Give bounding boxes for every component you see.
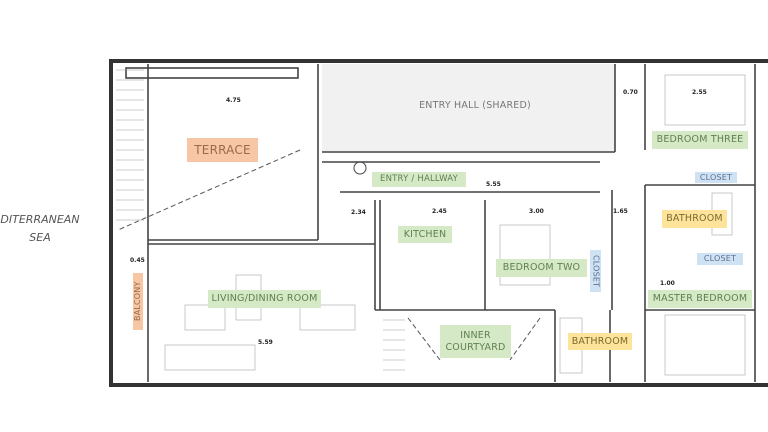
terrace-hatch-lines: [116, 69, 405, 371]
room-label-living-dining: LIVING/DINING ROOM: [208, 290, 321, 308]
room-label-bedroom-two: BEDROOM TWO: [496, 259, 587, 277]
dimension-label: 3.00: [529, 208, 544, 215]
dimension-label: 1.65: [613, 208, 628, 215]
room-label-terrace: TERRACE: [187, 138, 258, 162]
room-label-bedroom-three: BEDROOM THREE: [652, 131, 748, 149]
interior-walls: [125, 64, 756, 382]
dimension-label: 2.34: [351, 209, 366, 216]
dimension-label: 0.45: [130, 257, 145, 264]
outer-wall: [109, 59, 768, 387]
room-label-closet-upper: CLOSET: [695, 172, 737, 183]
room-label-bathroom-master: BATHROOM: [662, 210, 727, 228]
dashed-lines: [117, 149, 541, 361]
sea-label: DITERRANEAN SEA: [0, 211, 80, 246]
room-label-kitchen: KITCHEN: [398, 226, 452, 243]
dimension-label: 5.55: [486, 181, 501, 188]
inner-courtyard-line1: INNER: [460, 329, 491, 341]
room-label-bathroom-hall: BATHROOM: [568, 333, 632, 350]
room-label-entry-hallway: ENTRY / HALLWAY: [372, 172, 466, 187]
north-arrow-icon: [353, 161, 367, 175]
dimension-label: 5.59: [258, 339, 273, 346]
room-label-balcony: BALCONY: [133, 273, 143, 330]
sea-label-line2: SEA: [29, 230, 51, 244]
room-label-entry-hall: ENTRY HALL (SHARED): [419, 100, 531, 112]
dimension-label: 2.45: [432, 208, 447, 215]
dimension-label: 0.70: [623, 89, 638, 96]
room-label-inner-courtyard: INNER COURTYARD: [440, 325, 511, 358]
dimension-label: 4.75: [226, 97, 241, 104]
dimension-label: 1.00: [660, 280, 675, 287]
inner-courtyard-line2: COURTYARD: [445, 341, 506, 353]
sea-label-line1: DITERRANEAN: [0, 213, 80, 226]
room-label-closet-lower: CLOSET: [697, 253, 743, 265]
dimension-label: 2.55: [692, 89, 707, 96]
room-label-master-bedroom: MASTER BEDROOM: [648, 290, 752, 308]
room-label-closet-bedroom-two: CLOSET: [590, 250, 601, 292]
entry-hall-area: [322, 64, 615, 152]
